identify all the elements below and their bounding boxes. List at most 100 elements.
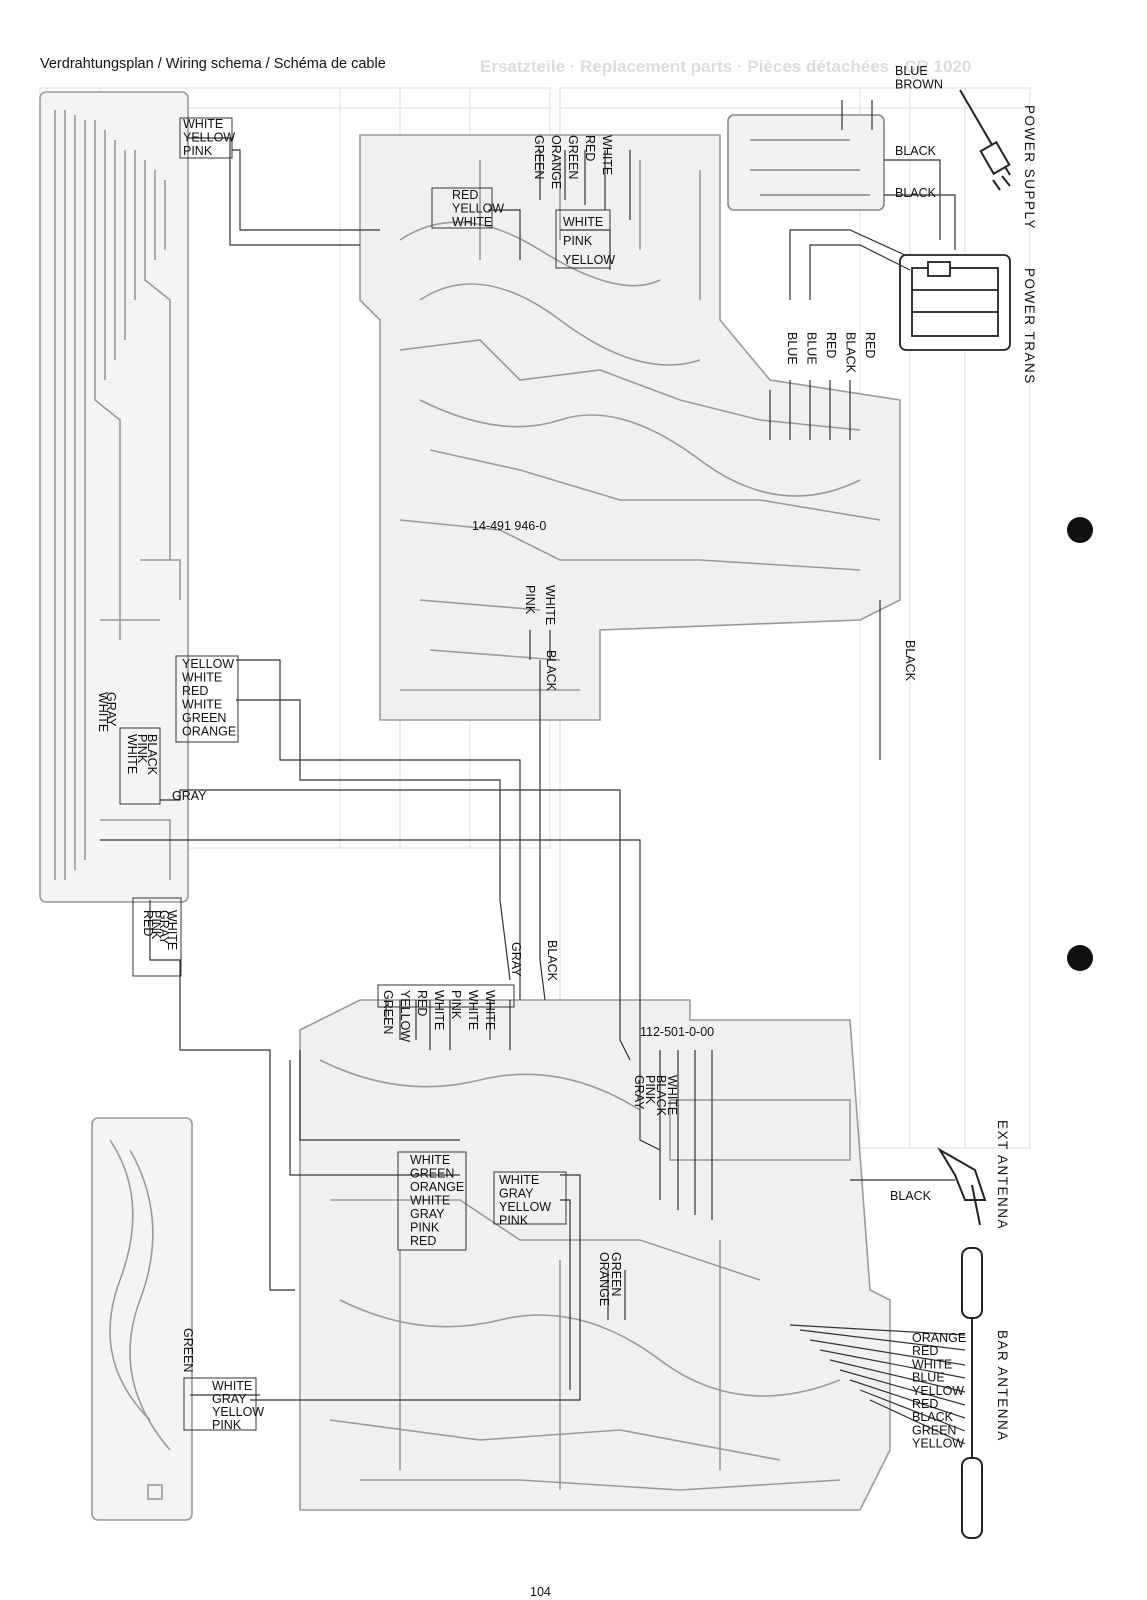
wire-box	[377, 984, 515, 1008]
wire-label: YELLOW	[912, 1384, 964, 1398]
wire-label: GRAY	[509, 942, 523, 977]
panel-board	[39, 91, 189, 903]
wire-label: WHITE	[410, 1194, 450, 1208]
wire-label: BLUE	[895, 64, 928, 78]
wire-label: YELLOW	[182, 657, 234, 671]
wire-label: RED	[452, 188, 478, 202]
wire-label: BLACK	[654, 1075, 668, 1117]
wire-label: GRAY	[104, 692, 118, 727]
wire-label: WHITE	[96, 692, 110, 732]
wire-label: BLACK	[545, 940, 559, 982]
wire-label: ORANGE	[549, 135, 563, 189]
wire-label: PINK	[410, 1221, 440, 1235]
wire-label: WHITE	[432, 990, 446, 1030]
wire-label: WHITE	[182, 671, 222, 685]
wire-label: BLACK	[903, 640, 917, 682]
wire-label: GRAY	[410, 1207, 445, 1221]
wire-label: BLUE	[785, 332, 799, 365]
dial-board	[91, 1117, 193, 1521]
wire-label: BLACK	[912, 1410, 954, 1424]
upper-board-mark: 14-491 946-0	[472, 519, 546, 533]
wire-label: PINK	[499, 1214, 529, 1228]
power-supply-label: POWER SUPPLY	[1022, 105, 1037, 230]
wire-label: WHITE	[452, 215, 492, 229]
wire-label: WHITE	[912, 1357, 952, 1371]
wire-label: YELLOW	[499, 1200, 551, 1214]
wire-box	[431, 187, 493, 229]
wire-box	[183, 1377, 257, 1431]
wire-label: YELLOW	[398, 990, 412, 1042]
wire-label: RED	[912, 1344, 938, 1358]
wire-label: GREEN	[566, 135, 580, 179]
power-supply-board	[727, 114, 885, 211]
wire-label: YELLOW	[912, 1437, 964, 1451]
wire-label: WHITE	[499, 1173, 539, 1187]
wire-label: PINK	[135, 734, 149, 764]
wire-label: BROWN	[895, 78, 943, 92]
wire-label: RED	[410, 1234, 436, 1248]
wire-label: WHITE	[563, 215, 603, 229]
wire-box	[175, 655, 239, 743]
wire-label: RED	[182, 684, 208, 698]
bar-antenna-icon	[961, 1247, 983, 1539]
wire-label: RED	[583, 135, 597, 161]
lower-board	[299, 999, 891, 1511]
wire-label: GRAY	[212, 1392, 247, 1406]
wire-label: GREEN	[181, 1328, 195, 1372]
wire-box	[179, 117, 233, 159]
wire-label: YELLOW	[452, 202, 504, 216]
diagram-title: Verdrahtungsplan / Wiring schema / Schém…	[40, 56, 386, 72]
wire-label: WHITE	[183, 117, 223, 131]
wire-label: BLACK	[895, 144, 937, 158]
wire-label: RED	[912, 1397, 938, 1411]
wire-label: RED	[415, 990, 429, 1016]
wire-label: GREEN	[609, 1252, 623, 1296]
wire-label: WHITE	[182, 698, 222, 712]
ext-antenna-jack-icon	[937, 1147, 987, 1226]
registration-dot	[1067, 517, 1093, 543]
wire-label: RED	[824, 332, 838, 358]
wire-label: WHITE	[543, 585, 557, 625]
wire-label: ORANGE	[182, 725, 236, 739]
wire-label: ORANGE	[912, 1331, 966, 1345]
wire-label: BLUE	[805, 332, 819, 365]
wire-label: PINK	[212, 1418, 242, 1432]
bar-antenna-label: BAR ANTENNA	[995, 1330, 1010, 1442]
ext-antenna-label: EXT ANTENNA	[995, 1120, 1010, 1230]
wire-box	[493, 1171, 567, 1225]
wire-label: YELLOW	[212, 1405, 264, 1419]
page-number: 104	[530, 1585, 551, 1599]
wire-label: WHITE	[466, 990, 480, 1030]
wire-label: WHITE	[212, 1379, 252, 1393]
wire-label: WHITE	[165, 910, 179, 950]
wire-label: GREEN	[912, 1423, 956, 1437]
wire-box	[397, 1151, 467, 1251]
wire-label: GREEN	[182, 711, 226, 725]
wire-box	[119, 727, 161, 805]
ghost-header: Ersatzteile · Replacement parts · Pièces…	[480, 57, 971, 76]
wire-label: WHITE	[600, 135, 614, 175]
wire-label: WHITE	[125, 734, 139, 774]
wire-label: RED	[863, 332, 877, 358]
power-trans-label: POWER TRANS	[1022, 268, 1037, 385]
registration-dot	[1067, 945, 1093, 971]
power-plug-icon	[959, 89, 1011, 191]
wire-label: GREEN	[532, 135, 546, 179]
wire-label: PINK	[643, 1075, 657, 1105]
wire-label: PINK	[183, 144, 213, 158]
wires	[100, 100, 966, 1445]
wire-label: ORANGE	[410, 1180, 464, 1194]
wire-label: PINK	[149, 910, 163, 940]
wire-label: WHITE	[665, 1075, 679, 1115]
wire-label: BLACK	[890, 1189, 932, 1203]
wire-label: BLACK	[844, 332, 858, 374]
wire-label: GREEN	[410, 1167, 454, 1181]
wire-label: GRAY	[157, 910, 171, 945]
wire-label: GRAY	[499, 1187, 534, 1201]
wire-label: PINK	[563, 234, 593, 248]
wire-label: BLACK	[895, 186, 937, 200]
wire-label: WHITE	[483, 990, 497, 1030]
wire-label: ORANGE	[597, 1252, 611, 1306]
wire-label: PINK	[449, 990, 463, 1020]
